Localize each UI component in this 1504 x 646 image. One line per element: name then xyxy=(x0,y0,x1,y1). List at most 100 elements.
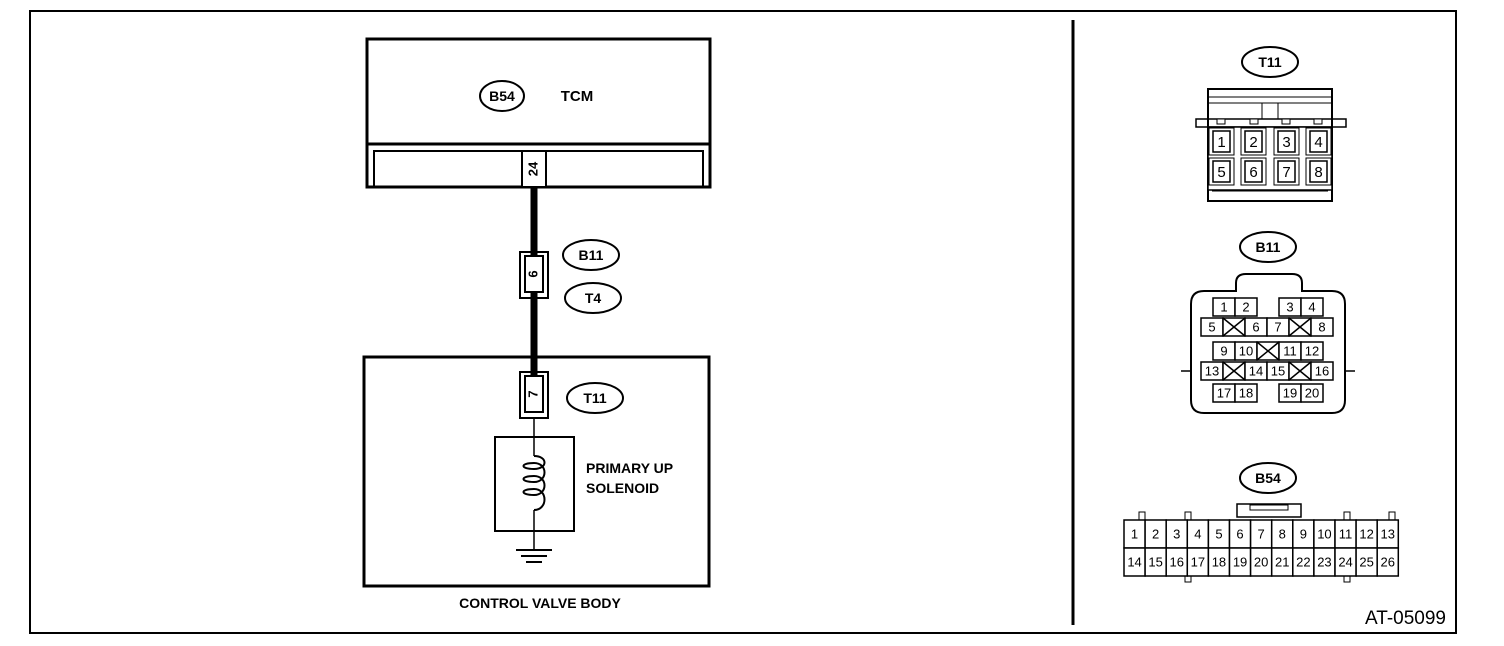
t11-connector-label: T11 xyxy=(583,390,607,406)
tcm-name: TCM xyxy=(561,88,594,105)
b54-pin: 24 xyxy=(1338,555,1352,570)
control-valve-body: 7 T11 PRIMARY UP SOLENOID xyxy=(362,355,711,588)
b11-pin: 18 xyxy=(1239,386,1253,401)
b11-pin: 10 xyxy=(1239,344,1253,359)
b11-pin-cell xyxy=(1234,383,1258,403)
b11-face-title: B11 xyxy=(1256,239,1281,255)
b54-pin: 13 xyxy=(1381,527,1395,542)
b11-pin: 14 xyxy=(1249,364,1263,379)
b11-pin-cell xyxy=(1310,361,1334,381)
t11-pin-cell xyxy=(1244,130,1263,153)
b11-pin: 20 xyxy=(1305,386,1319,401)
b11-pin: 16 xyxy=(1315,364,1329,379)
diagram-frame xyxy=(29,10,1457,634)
t11-pin-cell xyxy=(1309,160,1328,183)
t11-pin: 7 xyxy=(1282,164,1290,181)
b54-pin: 12 xyxy=(1359,527,1373,542)
b11-pin-cell xyxy=(1300,383,1324,403)
b54-pin: 15 xyxy=(1148,555,1162,570)
t11-pin: 4 xyxy=(1314,134,1322,151)
b11-pin: 5 xyxy=(1208,320,1215,335)
b11-pin: 1 xyxy=(1220,300,1227,315)
b54-pin: 8 xyxy=(1279,527,1286,542)
t11-pin: 3 xyxy=(1282,134,1290,151)
junction-pin-number: 6 xyxy=(525,270,540,277)
t4-connector-badge xyxy=(564,282,622,314)
b54-pin: 18 xyxy=(1212,555,1226,570)
t11-pin: 8 xyxy=(1314,164,1322,181)
b54-pin: 6 xyxy=(1236,527,1243,542)
b54-pin: 9 xyxy=(1300,527,1307,542)
b11-pin: 12 xyxy=(1305,344,1319,359)
b54-pin: 17 xyxy=(1191,555,1205,570)
b11-pin: 19 xyxy=(1283,386,1297,401)
t11-pin-cell xyxy=(1277,160,1296,183)
b54-pin: 11 xyxy=(1339,527,1353,542)
tcm-unit: 24 B54 TCM xyxy=(365,37,712,189)
b11-connector-badge xyxy=(562,239,620,271)
tcm-connector-badge xyxy=(479,80,525,112)
valve-pin-number: 7 xyxy=(525,390,540,397)
t11-pin-cell xyxy=(1212,130,1231,153)
b11-pin-cell xyxy=(1300,341,1324,361)
b54-pin: 2 xyxy=(1152,527,1159,542)
b11-pin: 2 xyxy=(1242,300,1249,315)
b11-pin-cell xyxy=(1300,297,1324,317)
tcm-pin-number: 24 xyxy=(525,161,540,176)
b11-connector-label: B11 xyxy=(579,247,604,263)
b54-pin: 19 xyxy=(1233,555,1247,570)
control-valve-body-label: CONTROL VALVE BODY xyxy=(459,595,621,611)
b54-pin: 25 xyxy=(1359,555,1373,570)
t11-pin-cell xyxy=(1212,160,1231,183)
t11-pin: 6 xyxy=(1249,164,1257,181)
b11-pin: 9 xyxy=(1220,344,1227,359)
t11-face-title: T11 xyxy=(1258,54,1282,70)
t11-pin: 5 xyxy=(1217,164,1225,181)
b11-pin: 3 xyxy=(1286,300,1293,315)
b54-face-title: B54 xyxy=(1255,470,1281,486)
t11-pin-cell xyxy=(1309,130,1328,153)
junction-connector: 6 B11 T4 xyxy=(519,239,622,314)
b54-pin: 3 xyxy=(1173,527,1180,542)
t4-connector-label: T4 xyxy=(585,290,602,306)
ground-icon xyxy=(516,549,552,563)
b11-pin: 8 xyxy=(1318,320,1325,335)
t11-connector-badge xyxy=(566,382,624,414)
t11-pin-cell xyxy=(1277,130,1296,153)
b11-pin: 7 xyxy=(1274,320,1281,335)
solenoid-label-line2: SOLENOID xyxy=(586,480,659,496)
b11-face-badge xyxy=(1239,231,1297,263)
t11-pin-cell xyxy=(1244,160,1263,183)
b54-pin-cell xyxy=(1376,547,1400,577)
b54-pin: 4 xyxy=(1194,527,1201,542)
b54-pin: 26 xyxy=(1381,555,1395,570)
b54-pin: 22 xyxy=(1296,555,1310,570)
b54-pin: 1 xyxy=(1131,527,1138,542)
b54-pin: 20 xyxy=(1254,555,1268,570)
tcm-connector-label: B54 xyxy=(489,88,515,104)
b54-pin: 7 xyxy=(1258,527,1265,542)
b54-face-badge xyxy=(1239,462,1297,494)
b11-pin: 13 xyxy=(1205,364,1219,379)
solenoid-coil-icon xyxy=(522,455,546,511)
b11-pin: 4 xyxy=(1308,300,1315,315)
b54-pin: 21 xyxy=(1275,555,1289,570)
t11-connector-face: T11 1 2 3 4 5 6 7 8 xyxy=(1195,46,1347,202)
b54-pin: 5 xyxy=(1215,527,1222,542)
b54-pin: 23 xyxy=(1317,555,1331,570)
b11-pin: 15 xyxy=(1271,364,1285,379)
b11-pin: 11 xyxy=(1283,344,1297,359)
b11-pin: 6 xyxy=(1252,320,1259,335)
b54-pin: 14 xyxy=(1127,555,1141,570)
b11-pin-cell xyxy=(1234,297,1258,317)
b11-pin-cell xyxy=(1310,317,1334,337)
t11-pin: 2 xyxy=(1249,134,1257,151)
b11-pin: 17 xyxy=(1217,386,1231,401)
solenoid-label-line1: PRIMARY UP xyxy=(586,460,673,476)
b54-pin: 16 xyxy=(1170,555,1184,570)
figure-id: AT-05099 xyxy=(1365,608,1446,629)
t11-pin: 1 xyxy=(1217,134,1225,151)
